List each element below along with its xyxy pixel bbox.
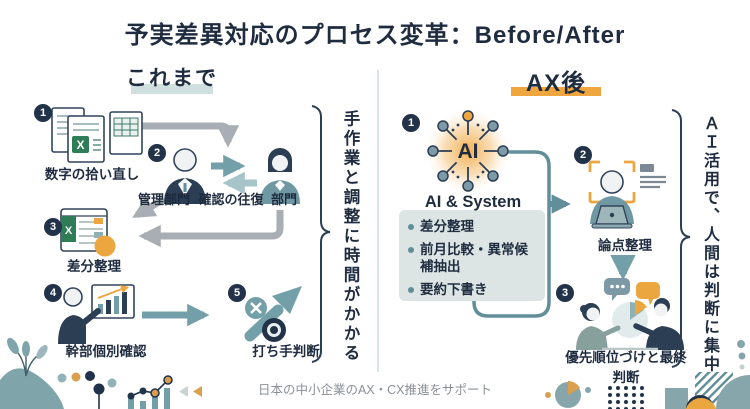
leaf	[36, 345, 48, 359]
ai-task-item: 要約下書き	[408, 282, 539, 299]
after-header: AX後	[525, 70, 587, 97]
leaf	[22, 341, 30, 357]
after-brace-text: ＡＩ活用で、人間は判断に集中	[701, 115, 718, 374]
excel-x-glyph: X	[65, 225, 73, 237]
ai-task-text: 差分整理	[420, 219, 474, 234]
decor-dot	[545, 392, 551, 398]
after-step3-badge: 3	[556, 284, 574, 302]
ai-task-item: 前月比較・異常候補抽出	[408, 242, 539, 276]
arrow-mgmt-to-step3	[132, 195, 166, 219]
decor-dot	[737, 340, 745, 348]
decor-dot	[71, 372, 81, 382]
ai-hub-icon: AI	[424, 107, 512, 195]
before-header-highlight	[131, 84, 213, 94]
before-brace	[311, 105, 331, 363]
after-step2-badge: 2	[574, 146, 592, 164]
decor-dot	[107, 378, 117, 388]
decor-bottom-left	[0, 337, 202, 409]
after-header-highlight	[511, 87, 601, 96]
panel-divider	[377, 70, 379, 372]
ai-system-loop-connector	[472, 150, 551, 318]
spreadsheet-icon: X	[60, 208, 116, 257]
discussion-icon	[576, 278, 684, 350]
before-step1-badge: 1	[34, 104, 52, 122]
before-step2-label-right: 部門	[270, 192, 297, 207]
ai-task-item: 差分整理	[408, 219, 539, 236]
arrow-dept-to-step3	[138, 210, 284, 248]
arrow-step1-to-step2	[142, 122, 240, 148]
documents-icon: X	[51, 107, 143, 163]
analyst-laptop-icon	[588, 160, 666, 229]
triangle-decor	[179, 386, 188, 397]
teal-quarter	[716, 375, 750, 409]
before-step4-label: 幹部個別確認	[65, 344, 147, 359]
after-step2-label: 論点整理	[598, 238, 652, 253]
decor-dot	[738, 352, 746, 360]
before-header: これまで	[126, 67, 218, 90]
decor-dot	[585, 387, 591, 393]
before-step1-label: 数字の拾い直し	[44, 167, 140, 182]
after-brace	[671, 109, 691, 368]
department-person-icon	[260, 148, 300, 204]
before-brace-text: 手作業と調整に時間がかかる	[341, 110, 359, 364]
after-step1-label: AI & System	[424, 193, 522, 211]
after-step3-label: 優先順位づけと最終判断	[565, 350, 687, 386]
page-title: 予実差異対応のプロセス変革：Before/After	[124, 22, 626, 49]
hill-shape	[0, 368, 64, 409]
bullet-dot	[408, 286, 414, 293]
before-step3-label: 差分整理	[67, 259, 121, 274]
triangle-decor	[193, 386, 202, 397]
orange-circle	[685, 398, 717, 409]
bullet-dot	[408, 224, 414, 230]
ai-task-text: 前月比較・異常候補抽出	[420, 241, 528, 274]
ai-task-box: 差分整理 前月比較・異常候補抽出 要約下書き	[399, 210, 545, 301]
before-step3-badge: 3	[44, 218, 62, 236]
manager-person-icon	[164, 148, 206, 204]
before-step5-badge: 5	[228, 284, 246, 302]
excel-x-glyph: X	[76, 138, 84, 152]
before-step5-label: 打ち手判断	[252, 344, 320, 359]
after-step1-badge: 1	[402, 114, 420, 132]
before-step2-label-left: 管理部門	[137, 192, 190, 207]
lollipop-dot	[93, 383, 105, 395]
ai-task-text: 要約下書き	[420, 281, 488, 297]
decor-bottom-right	[545, 340, 750, 409]
teal-square	[665, 388, 688, 409]
leaf	[7, 337, 19, 355]
mini-chart	[127, 375, 173, 409]
ai-core-label: AI	[458, 140, 479, 163]
executive-review-icon	[58, 284, 135, 344]
pie-decor-slice	[568, 381, 580, 395]
decor-dot	[739, 364, 745, 370]
decision-arrow-icon	[244, 286, 302, 342]
before-step4-badge: 4	[44, 284, 62, 302]
footer-tagline: 日本の中小企業のAX・CX推進をサポート	[257, 383, 493, 397]
decor-dot	[57, 373, 67, 383]
decor-dot	[85, 371, 95, 381]
bullet-dot	[408, 246, 414, 253]
before-step2-label-mid: 確認の往復	[198, 192, 264, 207]
before-step2-badge: 2	[148, 144, 166, 162]
